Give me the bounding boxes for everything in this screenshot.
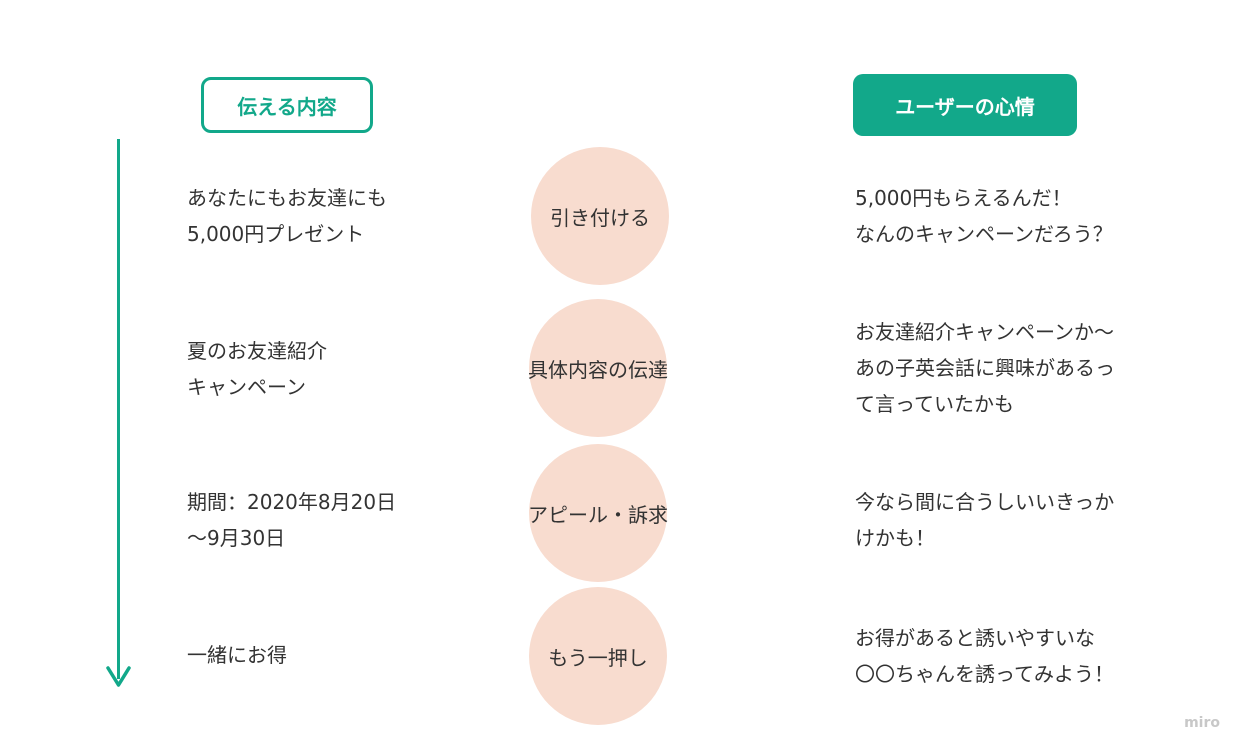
header-user-feeling-label: ユーザーの心情	[895, 94, 1035, 119]
feeling-text-2: お友達紹介キャンペーンか〜 あの子英会話に興味があるっ て言っていたかも	[855, 320, 1115, 416]
stage-label-1: 引き付ける	[550, 205, 650, 230]
stage-label-4: もう一押し	[548, 645, 648, 670]
stage-label-2: 具体内容の伝達	[528, 357, 668, 382]
flow-arrow-line	[117, 139, 120, 679]
content-text-1: あなたにもお友達にも 5,000円プレゼント	[187, 186, 387, 246]
header-content: 伝える内容	[201, 77, 373, 133]
stage-circle-4: もう一押し	[529, 587, 667, 725]
feeling-text-3: 今なら間に合うしいいきっか けかも！	[855, 490, 1115, 550]
feeling-text-1: 5,000円もらえるんだ！ なんのキャンペーンだろう？	[855, 186, 1113, 246]
content-text-3: 期間：2020年8月20日 〜9月30日	[187, 490, 397, 550]
stage-label-3: アピール・訴求	[528, 502, 668, 527]
feeling-text-4: お得があると誘いやすいな 〇〇ちゃんを誘ってみよう！	[855, 626, 1114, 686]
stage-circle-1: 引き付ける	[531, 147, 669, 285]
content-text-2: 夏のお友達紹介 キャンペーン	[187, 339, 327, 399]
stage-circle-3: アピール・訴求	[528, 444, 668, 582]
miro-watermark: miro	[1184, 715, 1220, 731]
header-user-feeling: ユーザーの心情	[853, 74, 1077, 136]
content-text-4: 一緒にお得	[187, 643, 287, 667]
stage-circle-2: 具体内容の伝達	[528, 299, 668, 437]
header-content-label: 伝える内容	[237, 94, 337, 119]
arrow-head-icon	[106, 666, 131, 687]
